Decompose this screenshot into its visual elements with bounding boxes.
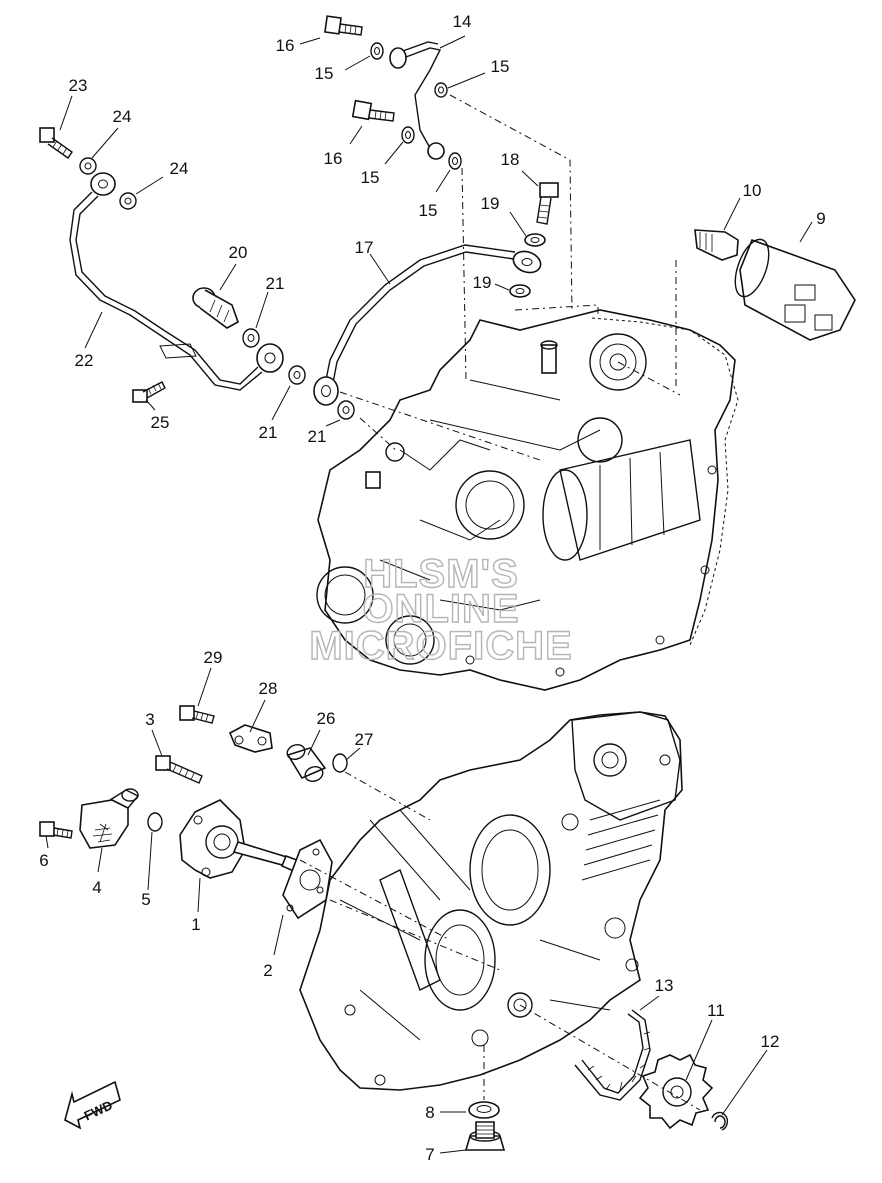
callout-label: 15 xyxy=(419,201,438,220)
watermark-line-1: HLSM'S xyxy=(363,552,519,596)
callout-label: 20 xyxy=(229,243,248,262)
upper-crankcase xyxy=(316,309,739,691)
bolt-25 xyxy=(132,381,166,403)
callout-label: 5 xyxy=(141,890,150,909)
oil-pipe-22 xyxy=(69,172,284,391)
watermark-line-2: ONLINE xyxy=(362,587,519,631)
callout-label: 17 xyxy=(355,238,374,257)
callout-label: 15 xyxy=(491,57,510,76)
callout-label: 11 xyxy=(707,1001,725,1020)
callout-label: 7 xyxy=(425,1145,434,1164)
callout-label: 9 xyxy=(816,209,825,228)
o-ring-5 xyxy=(147,812,163,832)
circlip-12 xyxy=(711,1111,729,1131)
callout-label: 21 xyxy=(308,427,327,446)
callout-label: 12 xyxy=(761,1032,780,1051)
bolt-6 xyxy=(39,821,73,839)
fwd-arrow-icon: FWD xyxy=(64,1080,121,1130)
callout-label: 8 xyxy=(425,1103,434,1122)
callout-label: 16 xyxy=(324,149,343,168)
chain-13 xyxy=(574,1009,651,1101)
washer-8 xyxy=(468,1101,500,1119)
drain-plug-7 xyxy=(464,1121,506,1151)
callout-label: 18 xyxy=(501,150,520,169)
callout-label: 13 xyxy=(655,976,674,995)
oil-pipe-17 xyxy=(313,244,542,406)
callout-label: 27 xyxy=(355,730,374,749)
callout-label: 25 xyxy=(151,413,170,432)
callout-label: 21 xyxy=(266,274,285,293)
washers-24 xyxy=(79,157,137,210)
callout-label: 29 xyxy=(204,648,223,667)
oil-filter-9 xyxy=(734,238,856,341)
callout-label: 26 xyxy=(317,709,336,728)
washers-15 xyxy=(370,42,462,170)
callout-label: 15 xyxy=(315,64,334,83)
o-ring-27 xyxy=(332,753,348,773)
strainer-4 xyxy=(79,788,140,849)
watermark-line-3: MICROFICHE xyxy=(309,624,572,668)
bracket-28 xyxy=(228,724,273,753)
callout-label: 24 xyxy=(113,107,132,126)
bolt-29 xyxy=(179,705,215,724)
callout-label: 3 xyxy=(145,710,154,729)
callout-label: 4 xyxy=(92,878,101,897)
bolt-16-lower xyxy=(351,99,395,122)
callout-label: 19 xyxy=(481,194,500,213)
callout-label: 14 xyxy=(453,12,472,31)
gasket-2 xyxy=(282,838,333,920)
bolt-23 xyxy=(39,127,73,159)
sleeve-26 xyxy=(286,744,327,782)
callout-labels: 16 14 15 15 16 15 15 18 19 19 10 9 17 23… xyxy=(39,12,825,1164)
callout-label: 10 xyxy=(743,181,762,200)
bolt-18 xyxy=(536,182,559,225)
callout-label: 15 xyxy=(361,168,380,187)
callout-label: 22 xyxy=(75,351,94,370)
callout-label: 23 xyxy=(69,76,88,95)
oil-pump-1 xyxy=(179,799,304,879)
callout-label: 2 xyxy=(263,961,272,980)
bolt-16-top xyxy=(324,15,363,36)
callout-label: 19 xyxy=(473,273,492,292)
lower-crankcase xyxy=(299,711,683,1091)
union-bolt-10 xyxy=(694,229,739,261)
sprocket-11 xyxy=(638,1053,714,1130)
callout-label: 24 xyxy=(170,159,189,178)
watermark: HLSM'S ONLINE MICROFICHE xyxy=(309,551,573,668)
union-bolt-20 xyxy=(192,287,239,329)
washers-21 xyxy=(242,328,355,420)
oil-pipe-14 xyxy=(389,41,445,160)
washers-19 xyxy=(509,233,546,298)
callout-label: 6 xyxy=(39,851,48,870)
callout-label: 21 xyxy=(259,423,278,442)
bolt-3 xyxy=(155,755,203,784)
leader-lines xyxy=(45,35,813,1154)
callout-label: 28 xyxy=(259,679,278,698)
callout-label: 1 xyxy=(191,915,200,934)
callout-label: 16 xyxy=(276,36,295,55)
